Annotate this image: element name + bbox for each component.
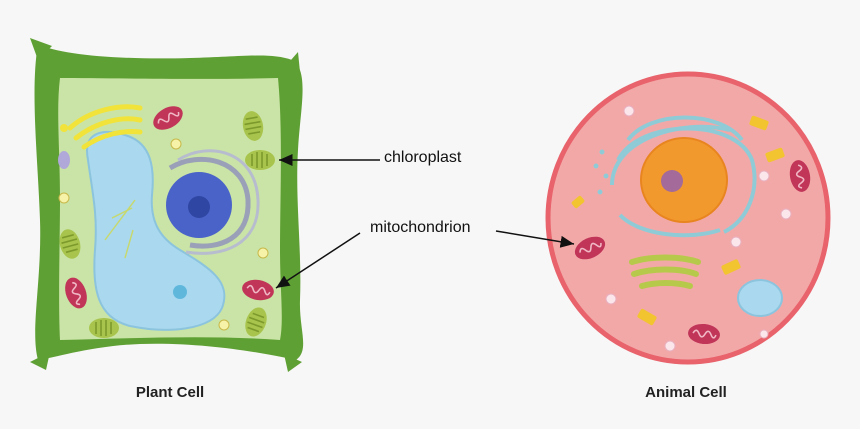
plant-cell (30, 38, 304, 372)
animal-cell (545, 71, 831, 365)
endoplasmic-reticulum (610, 115, 757, 238)
mitochondrion-label: mitochondrion (370, 219, 471, 236)
animal-nucleus (640, 137, 728, 223)
animal-cell-caption: Animal Cell (645, 384, 727, 401)
mitochondrion-pointer-animal (495, 230, 575, 248)
animal-golgi (629, 254, 701, 289)
plant-cell-caption: Plant Cell (135, 384, 205, 401)
mitochondrion-pointer-plant (275, 232, 361, 289)
chloroplast-label: chloroplast (384, 149, 462, 166)
chloroplast (244, 149, 276, 171)
plant-nucleus (166, 149, 260, 255)
golgi-apparatus (67, 104, 143, 150)
vacuole (86, 131, 226, 331)
chloroplast (88, 317, 120, 339)
